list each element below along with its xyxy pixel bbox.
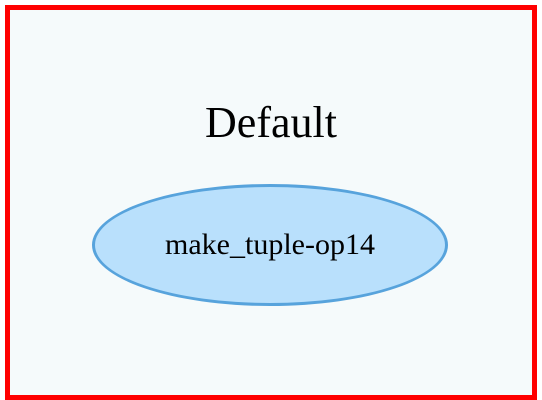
node-label: make_tuple-op14 (165, 228, 375, 261)
cluster-title: Default (205, 98, 337, 147)
node-make-tuple-op14[interactable]: make_tuple-op14 (92, 184, 448, 306)
